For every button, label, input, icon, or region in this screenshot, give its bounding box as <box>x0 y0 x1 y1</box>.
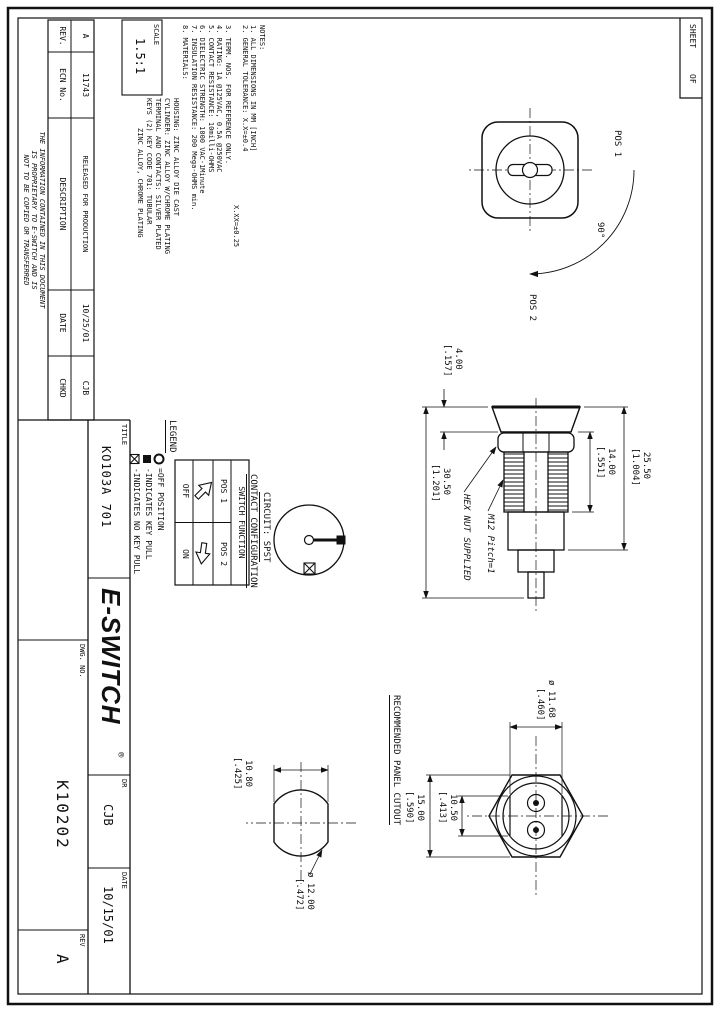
title-label: TITLE <box>120 424 128 446</box>
proprietary-line-3: NOT TO BE COPIED OR TRANSFERRED <box>22 154 30 286</box>
registered-mark-icon: ® <box>115 752 125 758</box>
dim-1400-in: [.551] <box>595 446 605 479</box>
dim-1080-in: [.425] <box>232 757 242 790</box>
side-view <box>422 389 628 614</box>
legend-item-keypull: -INDICATES KEY PULL <box>144 468 153 560</box>
rev-entry-ecn: 11743 <box>81 72 90 98</box>
rev-entry-description: RELEASED FOR PRODUCTION <box>81 155 89 253</box>
dim-3050-in: [1.201] <box>430 464 440 502</box>
rev-value: A <box>53 954 72 966</box>
proprietary-line-2: IS PROPRIETARY TO E-SWITCH AND IS <box>30 150 38 290</box>
note-8-keys2: ZINC ALLOY, CHROME PLATING <box>136 128 144 238</box>
note-8: 8. MATERIALS: <box>181 25 190 80</box>
proprietary-line-1: THE INFORMATION CONTAINED IN THIS DOCUME… <box>38 131 46 309</box>
circuit-label: CIRCUIT: SPST <box>258 492 271 563</box>
rev-header-date: DATE <box>58 313 67 333</box>
note-4: 4. RATING: 1A @125VAC, 0.5A @250VAC <box>215 25 224 173</box>
dim-2550-mm: 25.50 <box>641 452 651 480</box>
sheet-label: SHEET <box>688 24 697 49</box>
drawing-title: KO103A 701 <box>99 446 113 529</box>
note-3: 3. TERM. NOS. FOR REFERENCE ONLY. <box>224 25 232 165</box>
title-block-grid <box>18 19 163 994</box>
scale-value: 1.5:1 <box>133 38 147 75</box>
note-2: 2. GENERAL TOLERANCE: X.X=±0.4 <box>241 25 249 152</box>
dim-1500-mm: 15.00 <box>415 794 425 822</box>
eswitch-logo: E-SWITCH <box>96 588 126 725</box>
note-8-terminal: TERMINAL AND CONTACTS: SILVER PLATED <box>154 98 162 250</box>
rear-view <box>426 722 608 898</box>
function-table-pos1: POS 1 <box>219 478 228 504</box>
dim-1050-in: [.413] <box>437 791 447 824</box>
note-8-cylinder: CYLINDER: ZINC ALLOY W/CHROME PLATING <box>163 98 171 254</box>
function-table-off: OFF <box>181 483 190 499</box>
thread-note: M12 Pitch=1 <box>485 514 495 574</box>
legend-symbols <box>129 453 165 465</box>
note-7: 7. INSULATION RESISTANCE: 200 Mega-OHMS … <box>190 25 198 211</box>
rev-entry-rev: A <box>81 33 90 39</box>
panel-cutout-view <box>246 762 356 884</box>
hex-nut-note: HEX NUT SUPPLIED <box>461 494 471 581</box>
function-table-header: SWITCH FUNCTION <box>237 486 246 559</box>
angle-label: 90° <box>595 222 605 239</box>
dim-1168-in: [.460] <box>535 688 545 721</box>
dim-1200-in: [.472] <box>294 878 304 911</box>
rev-header-ecn: ECN No. <box>58 68 67 102</box>
front-view <box>468 108 635 278</box>
note-6: 6. DIELECTRIC STRENGTH: 1000 VAC-1Minute <box>198 25 207 194</box>
dwg-no-value: K10202 <box>53 780 72 850</box>
pos2-label: POS 2 <box>527 294 537 322</box>
function-table-pos2: POS 2 <box>219 541 228 567</box>
rev-label: REV <box>78 934 86 947</box>
scale-label: SCALE <box>152 24 160 46</box>
dim-1168-mm: ø 11.68 <box>546 680 556 718</box>
rev-header-rev: REV. <box>58 26 67 46</box>
contact-config-label: CONTACT CONFIGURATION <box>245 474 258 588</box>
rev-header-chkd: CHKD <box>58 378 67 398</box>
date-label: DATE <box>120 872 128 889</box>
note-2b: X.XX=±0.25 <box>232 205 241 248</box>
legend-title: LEGEND <box>164 420 177 453</box>
dim-1200-mm: ø 12.00 <box>305 872 315 910</box>
dim-1500-in: [.590] <box>404 791 414 824</box>
function-table-on: ON <box>181 549 190 559</box>
dr-value: CJB <box>101 804 115 826</box>
note-8-housing: HOUSING: ZINC ALLOY DIE CAST <box>172 98 180 217</box>
dwg-no-label: DWG. NO. <box>78 644 86 678</box>
contact-configuration <box>273 504 346 576</box>
sheet-of-label: OF <box>688 74 697 84</box>
notes-title: NOTES: <box>258 25 266 51</box>
dim-1050-mm: 10.50 <box>448 794 458 822</box>
rev-entry-date: 10/25/01 <box>81 303 90 343</box>
dim-1400-mm: 14.00 <box>606 448 616 476</box>
date-value: 10/15/01 <box>101 886 115 944</box>
dr-label: DR <box>120 779 128 788</box>
rev-header-description: DESCRIPTION <box>58 177 67 231</box>
sheet-border <box>6 6 714 1006</box>
note-1: 1. ALL DIMENSIONS IN MM [INCH] <box>249 25 258 152</box>
switch-function-table-grid <box>174 459 250 586</box>
off-position-icon <box>153 453 165 465</box>
key-pull-icon <box>143 455 151 463</box>
note-5: 5. CONTACT RESISTANCE: 10milli-OHMS <box>207 25 215 173</box>
panel-cutout-title: RECOMMENDED PANEL CUTOUT <box>388 695 401 826</box>
dim-3050-mm: 30.50 <box>441 468 451 496</box>
dim-400-mm: 4.00 <box>453 348 463 370</box>
rev-entry-chkd: CJB <box>81 380 90 396</box>
note-8-keys: KEYS (2) KEY CODE 701: TUBULAR <box>145 98 153 225</box>
legend-item-nokeypull: -INDICATES NO KEY PULL <box>132 468 141 574</box>
pos1-label: POS 1 <box>612 130 622 158</box>
dim-2550-in: [1.004] <box>630 448 640 486</box>
dim-400-in: [.157] <box>442 344 452 377</box>
dim-1080-mm: 10.80 <box>243 760 253 788</box>
legend-item-off: =OFF POSITION <box>156 468 165 531</box>
